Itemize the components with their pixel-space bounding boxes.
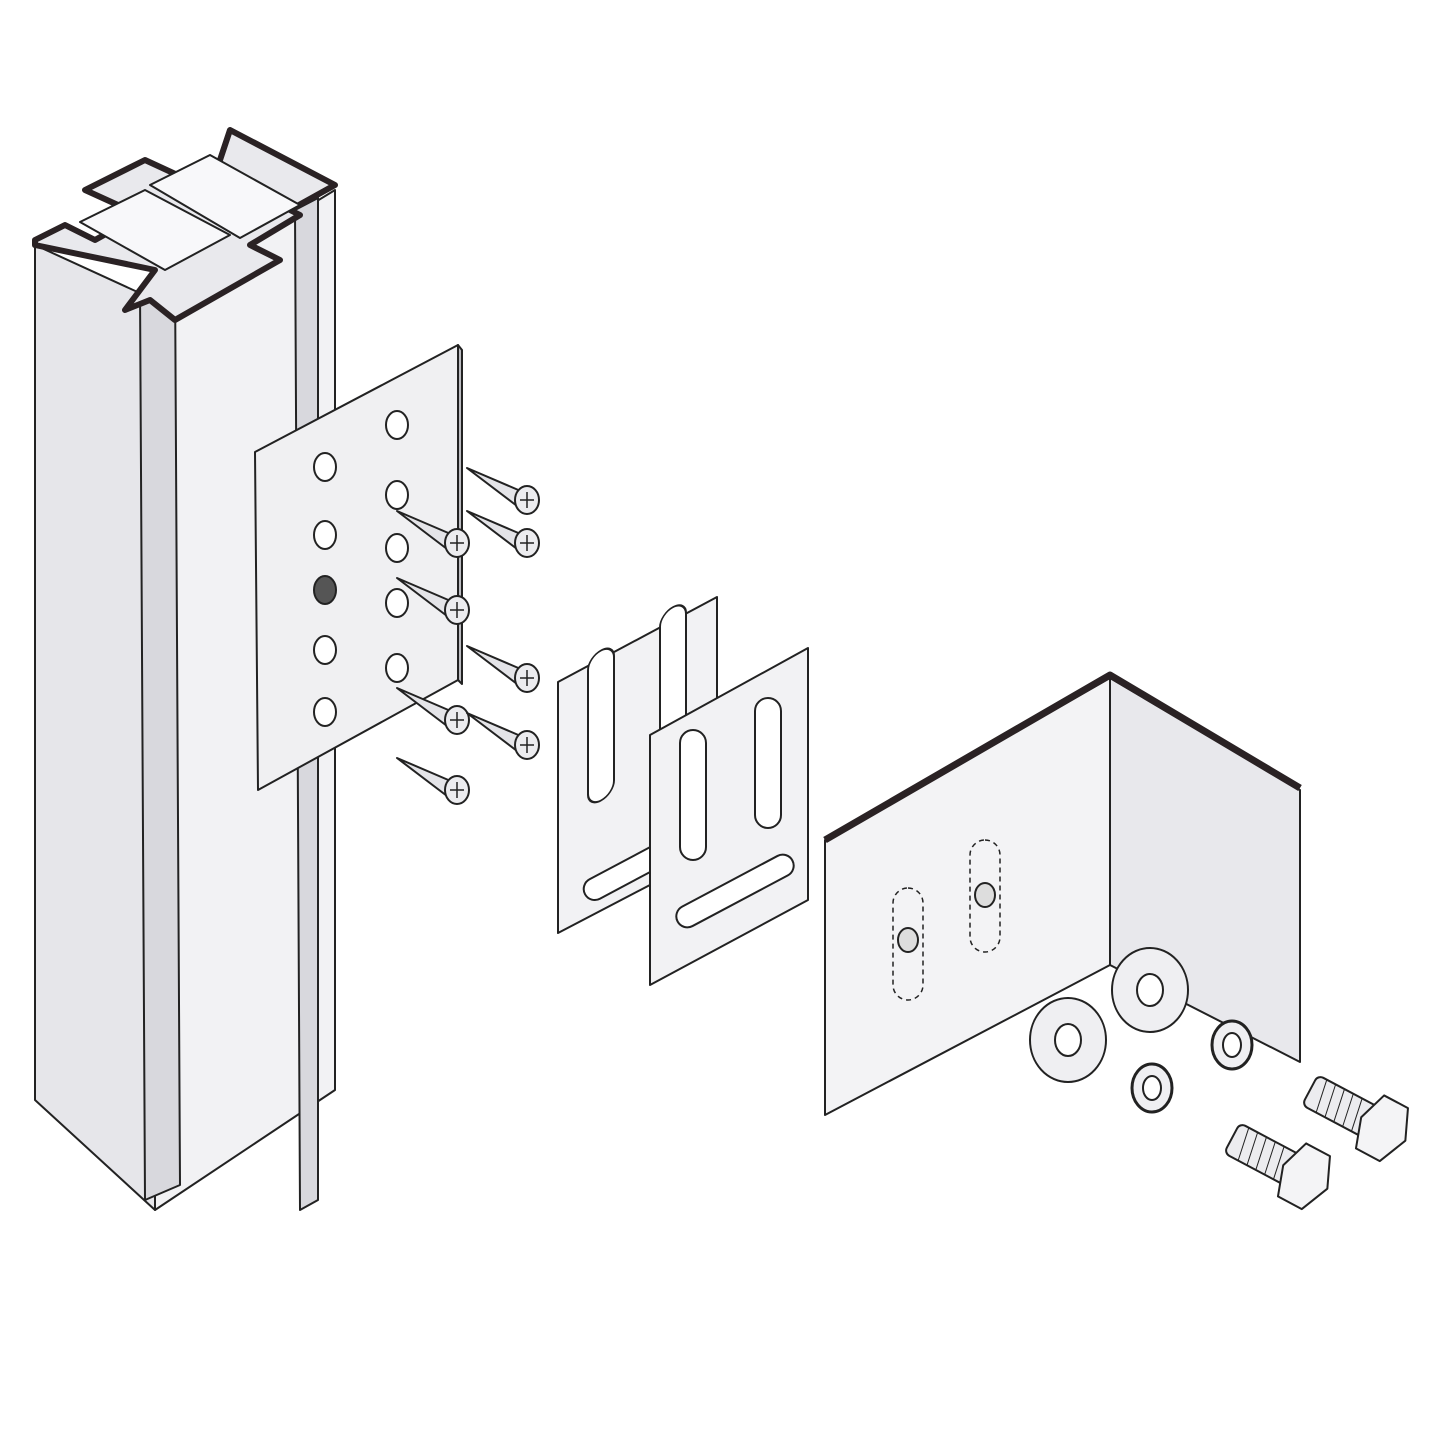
bracket-top-edge [823,671,1302,844]
screw [396,510,470,558]
screw [396,577,470,625]
angle-bracket [823,671,1302,1116]
bracket-slots-hidden [892,839,1001,1001]
mounting-plate [254,344,463,791]
screw [396,687,470,735]
post-top-cavity-right [149,154,301,239]
post-groove-left [139,271,181,1201]
screw [466,645,540,693]
washers [1029,947,1254,1114]
screw [466,467,540,515]
hex-bolts [1225,1076,1409,1211]
screw [466,510,540,558]
screw [466,712,540,760]
screw [396,757,470,805]
slotted-shim-front [649,647,809,986]
post-top-cavity-left [79,189,231,271]
aluminum-post [32,127,338,1211]
wood-screws [396,467,540,805]
plate-holes [313,410,409,727]
post-left-face [34,244,156,1211]
